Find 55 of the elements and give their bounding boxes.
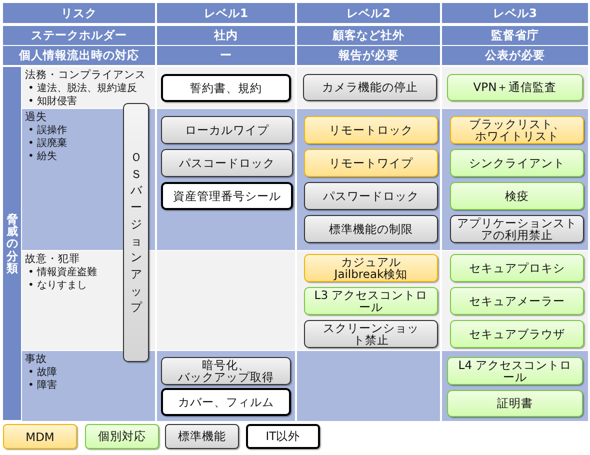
legend-swatch: IT以外	[246, 424, 320, 449]
risk-category: 過失	[25, 111, 47, 124]
measure-box: 検疫	[450, 182, 584, 210]
measure-box: カメラ機能の停止	[303, 74, 437, 101]
measure-box: 標準機能の制限	[304, 215, 438, 243]
measure-box: リモートロック	[304, 116, 438, 144]
measure-box: 誓約書、規約	[161, 74, 291, 102]
measure-box: スクリーンショット禁止	[304, 320, 438, 348]
legend-swatch: MDM	[3, 424, 77, 449]
column-header: 公表が必要	[442, 46, 588, 65]
column-header: ステークホルダー	[3, 26, 155, 45]
measure-box: パスワードロック	[304, 182, 438, 210]
risk-item: • 障害	[27, 379, 58, 392]
column-header: レベル3	[442, 3, 588, 23]
measure-box: VPN＋通信監査	[447, 74, 583, 101]
measure-box: ローカルワイプ	[161, 116, 293, 144]
measure-box: カジュアル Jailbreak検知	[304, 254, 438, 282]
measure-box: セキュアブラウザ	[450, 320, 584, 348]
risk-item: • 紛失	[27, 150, 58, 163]
measure-box: セキュアプロキシ	[450, 254, 584, 282]
column-header: ー	[157, 46, 295, 65]
risk-category: 法務・コンプライアンス	[25, 69, 146, 82]
measure-box: シンクライアント	[450, 149, 584, 177]
column-header: 個人情報流出時の対応	[3, 46, 155, 65]
measure-box: 暗号化、バックアップ取得	[161, 357, 291, 385]
measure-box: ブラックリスト、ホワイトリスト	[450, 116, 584, 144]
measure-box: パスコードロック	[161, 149, 293, 177]
row-header: 脅威の分類	[3, 67, 21, 420]
risk-item: • 誤廃棄	[27, 137, 68, 150]
vertical-measure-box: ＯＳバージョンアップ	[123, 103, 149, 362]
risk-item: • 情報資産盗難	[27, 266, 98, 279]
measure-box: 証明書	[447, 390, 583, 417]
risk-category: 故意・犯罪	[25, 253, 80, 266]
column-header: 顧客など社外	[297, 26, 440, 45]
measure-box: L4 アクセスコントロール	[447, 357, 583, 385]
risk-item: • 誤操作	[27, 124, 68, 137]
measure-box: アプリケーションストアの利用禁止	[450, 215, 584, 243]
risk-item: • 違法、脱法、規約違反	[27, 82, 138, 95]
legend-swatch: 個別対応	[85, 424, 159, 449]
measure-box: カバー、フィルム	[161, 388, 291, 416]
column-header: 社内	[157, 26, 295, 45]
risk-item: • 知財侵害	[27, 95, 78, 108]
column-header: 監督省庁	[442, 26, 588, 45]
measure-box: リモートワイプ	[304, 149, 438, 177]
column-header: リスク	[3, 3, 155, 23]
risk-category: 事故	[25, 353, 47, 366]
column-header: レベル1	[157, 3, 295, 23]
measure-box: 資産管理番号シール	[161, 182, 293, 210]
measure-box: セキュアメーラー	[450, 287, 584, 315]
risk-item: • 故障	[27, 366, 58, 379]
column-header: 報告が必要	[297, 46, 440, 65]
legend-swatch: 標準機能	[165, 424, 239, 449]
measure-box: L3 アクセスコントロール	[304, 287, 438, 315]
risk-item: • なりすまし	[27, 279, 88, 292]
column-header: レベル2	[297, 3, 440, 23]
